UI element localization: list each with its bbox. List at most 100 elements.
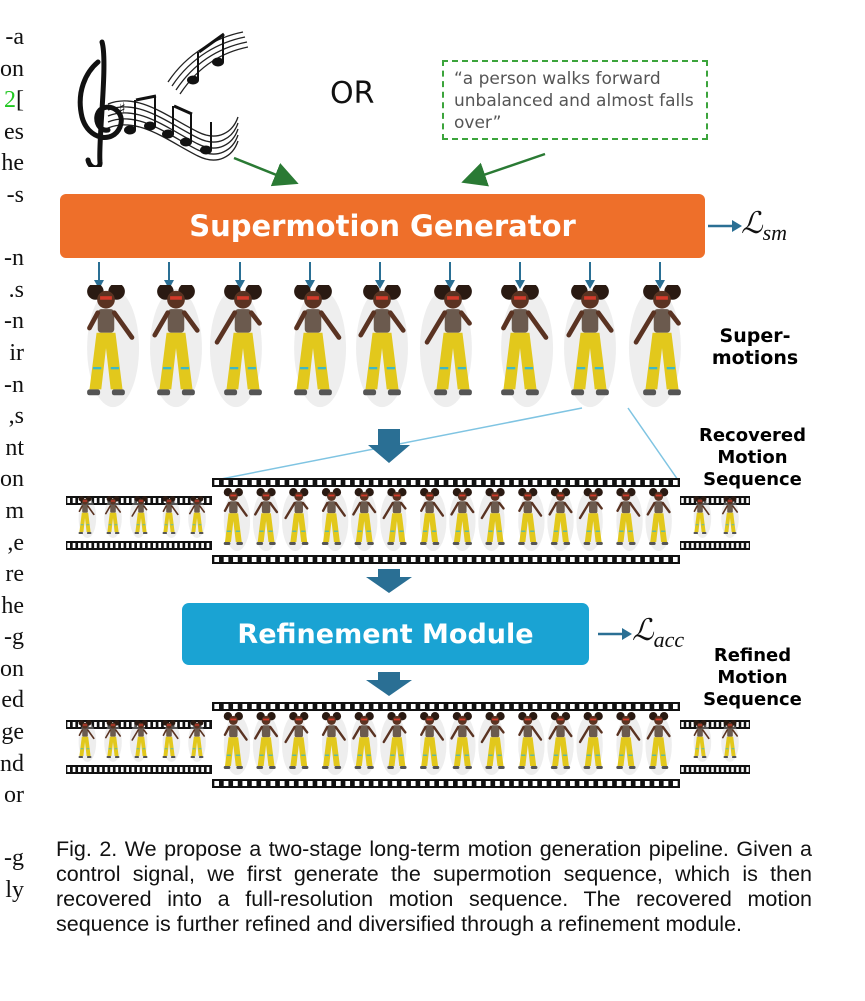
down-arrow-icon xyxy=(375,262,385,289)
dancer-figure-icon xyxy=(419,285,472,408)
left-column-line: ed xyxy=(1,687,24,714)
dancer-figure-icon xyxy=(628,285,681,408)
refinement-loss: ℒacc xyxy=(632,614,685,652)
dancer-figure-icon xyxy=(576,488,603,551)
refined-film-strip xyxy=(66,702,750,788)
dancer-figure-icon xyxy=(449,488,476,551)
dancer-figure-icon xyxy=(162,720,181,762)
down-arrow-icon xyxy=(515,262,525,289)
dancer-figure-icon xyxy=(321,488,349,551)
generator-output-arrows xyxy=(94,262,665,289)
dancer-figure-icon xyxy=(321,712,349,775)
dancer-figure-icon xyxy=(645,488,672,551)
to-refinement-arrow xyxy=(366,569,412,593)
dancer-figure-icon xyxy=(420,712,447,775)
refinement-module-label: Refinement Module xyxy=(237,618,534,650)
left-column-line: he xyxy=(1,150,24,177)
left-column-line: on xyxy=(0,55,24,82)
dancer-figure-icon xyxy=(104,720,122,762)
left-column-line: n- xyxy=(4,245,24,272)
left-column-line: ]2 xyxy=(4,87,24,114)
dancer-figure-icon xyxy=(252,488,280,551)
left-column-line: m xyxy=(5,497,24,524)
left-column-line: on xyxy=(0,655,24,682)
dancer-figure-icon xyxy=(645,712,672,775)
left-column-line: re xyxy=(5,561,24,588)
left-column-line: or xyxy=(4,782,24,809)
text-prompt-box: “a person walks forward unbalanced and a… xyxy=(442,60,708,140)
film-strip-icon xyxy=(680,496,750,550)
down-arrow-icon xyxy=(445,262,455,289)
film-strip-icon xyxy=(66,496,216,550)
generator-loss: ℒsm xyxy=(741,207,788,245)
dancer-figure-icon xyxy=(547,712,574,775)
dancer-figure-icon xyxy=(188,720,206,762)
dancer-figure-icon xyxy=(78,496,97,538)
recovered-film-strip xyxy=(66,478,750,564)
or-label: OR xyxy=(330,76,375,111)
left-column-line: nt xyxy=(5,434,24,461)
left-column-line: nd xyxy=(0,750,24,777)
dancer-figure-icon xyxy=(351,488,378,551)
dancer-figure-icon xyxy=(281,488,309,551)
figure-caption: Fig. 2. We propose a two-stage long-term… xyxy=(56,837,812,936)
left-column-line: on xyxy=(0,466,24,493)
left-column-line: he xyxy=(1,592,24,619)
dancer-figure-icon xyxy=(252,712,280,775)
dancer-figure-icon xyxy=(616,712,643,775)
left-column-line: ir xyxy=(9,339,24,366)
input-arrows xyxy=(233,152,546,187)
dancer-figure-icon xyxy=(693,720,712,762)
left-column-line: s- xyxy=(6,181,24,208)
left-column-line xyxy=(0,812,24,844)
refinement-loss-arrow-icon xyxy=(598,628,632,640)
film-strip-icon xyxy=(212,478,680,564)
dancer-figure-icon xyxy=(223,712,251,775)
dancer-figure-icon xyxy=(478,712,505,775)
dancer-figure-icon xyxy=(129,720,148,762)
dancer-figure-icon xyxy=(87,285,140,408)
supermotion-generator-box: Supermotion Generator xyxy=(60,194,705,258)
down-arrow-icon xyxy=(585,262,595,289)
dancer-figure-icon xyxy=(162,496,181,538)
svg-text:♯: ♯ xyxy=(118,99,126,118)
dancer-figure-icon xyxy=(78,720,97,762)
dancer-figure-icon xyxy=(576,712,603,775)
dancer-figure-icon xyxy=(129,496,148,538)
dancer-figure-icon xyxy=(223,488,251,551)
dancer-figure-icon xyxy=(693,496,712,538)
refinement-module-box: Refinement Module xyxy=(182,603,589,665)
dancer-figure-icon xyxy=(294,285,347,408)
left-column-line: ge xyxy=(1,719,24,746)
film-strip-icon xyxy=(212,702,680,788)
dancer-figure-icon xyxy=(104,496,122,538)
recover-arrow xyxy=(215,407,679,481)
left-column-line: a- xyxy=(5,24,24,50)
left-column-line: g- xyxy=(4,845,24,872)
dancer-figure-icon xyxy=(518,488,545,551)
dancer-figure-icon xyxy=(518,712,545,775)
dancer-figure-icon xyxy=(616,488,643,551)
supermotions-label: Super-motions xyxy=(711,325,799,369)
supermotion-generator-label: Supermotion Generator xyxy=(189,209,576,243)
left-column-line: ly xyxy=(5,877,24,904)
to-refined-arrow xyxy=(366,672,412,696)
dancer-figure-icon xyxy=(721,496,739,538)
generator-loss-arrow-icon xyxy=(708,220,742,232)
dancer-figure-icon xyxy=(547,488,574,551)
film-strip-icon xyxy=(680,720,750,774)
music-notes-icon: ♯ xyxy=(77,31,248,167)
dancer-figure-icon xyxy=(188,496,206,538)
dancer-figure-icon xyxy=(501,285,554,408)
film-strip-icon xyxy=(66,720,216,774)
left-column-line: s. xyxy=(8,276,24,303)
dancer-figure-icon xyxy=(356,285,408,408)
dancer-figure-icon xyxy=(380,712,407,775)
text-to-generator-arrow xyxy=(461,152,546,187)
left-column-line: e, xyxy=(7,529,24,556)
supermotion-figures xyxy=(87,285,681,408)
dancer-figure-icon xyxy=(150,285,202,408)
